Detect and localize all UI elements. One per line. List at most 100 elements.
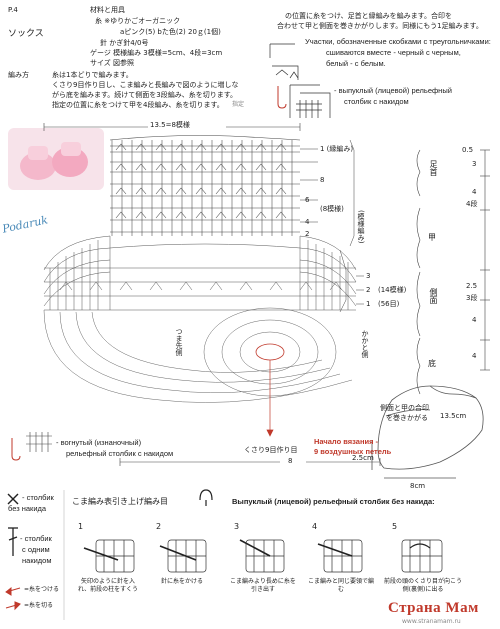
gauge-line: ゲージ 模様編み 3模様=5cm、4段=3cm — [90, 49, 223, 57]
legend-note-2: сшиваются вместе - черный с черным, — [326, 48, 461, 57]
hook-icon-left — [11, 438, 21, 461]
start-label-ru-1: Начало вязания - — [314, 437, 379, 446]
label-instep: 甲 — [428, 233, 436, 242]
legend-cut: =糸を切る — [24, 602, 54, 609]
step-1-number: 1 — [78, 522, 84, 531]
size-line: サイズ 図参照 — [90, 59, 135, 67]
front-post-sc-symbol-icon — [199, 489, 213, 506]
materials-heading: 材料と用具 — [90, 6, 125, 14]
yarn-colors: aピンク(5) bた色(2) 20ｇ(1個) — [120, 28, 221, 36]
step-3-drawing — [239, 539, 285, 573]
instruction-right-2: 合わせて甲と側面を巻きかがりします。同様にもう1足編みます。 — [277, 22, 483, 30]
heel-side-label: かかと側 — [361, 330, 369, 358]
dim-5: 3段 — [466, 294, 478, 302]
stitch-count-14: (14模様) — [378, 286, 407, 294]
width-top-arrow — [43, 123, 301, 131]
start-pointer — [266, 360, 274, 437]
start-label-ru-2: 9 воздушных петель — [314, 447, 392, 456]
side-label-braces — [416, 149, 421, 395]
legend-dc-3: накидом — [22, 556, 52, 565]
side-wing-left — [43, 235, 111, 310]
dc-symbol-icon — [8, 527, 18, 556]
raised-front-symbol-icon — [296, 100, 322, 118]
hook-line: 針 かぎ針4/0号 — [100, 39, 149, 47]
row-label-2: 2 — [305, 230, 310, 238]
shoe-note-1: 側面と甲の合印 — [380, 404, 429, 412]
row-label-4: 4 — [305, 218, 310, 226]
label-bottom: 底 — [428, 359, 436, 368]
legend-note-1: Участки, обозначенные скобками с треугол… — [305, 37, 491, 46]
dim-3: 4段 — [466, 200, 478, 208]
row-label-1b: 1 — [366, 300, 371, 308]
shoe-length-label: 8cm — [410, 482, 426, 490]
brand-url: www.stranamam.ru — [402, 618, 461, 625]
label-ankle: 足首 — [429, 160, 438, 176]
row-label-6: 6 — [305, 196, 310, 204]
dim-2: 4 — [472, 188, 477, 196]
legend-dc-2: с одним — [22, 545, 50, 554]
dimension-column — [480, 149, 490, 371]
shoe-note-2: を巻きかがる — [386, 414, 428, 422]
page-number: P.4 — [8, 6, 18, 14]
legend-bracket-icon — [269, 43, 331, 118]
legend-sc: - столбик — [22, 493, 54, 502]
step-3-caption: こま編みより長めに糸を引き出す — [230, 578, 296, 593]
sunken-symbol-icon — [26, 432, 52, 452]
instruction-right-1: の位置に糸をつけ、足首と縁編みを編みます。合印を — [285, 12, 452, 20]
width-bottom-arrow — [119, 458, 381, 466]
row-label-edging: 1 (縁編み) — [320, 145, 354, 153]
width-top-label: 13.5=8模様 — [150, 121, 190, 129]
sc-symbol-icon — [7, 493, 19, 505]
row-ticks — [300, 139, 364, 313]
shoe-sketch — [371, 385, 484, 479]
socks-photo-drawing — [20, 142, 88, 180]
yarn-line: 糸 ※ゆりかごオーガニック — [95, 17, 181, 25]
brand-logo: Страна Мам — [388, 600, 479, 616]
tutorial-ru-title: Выпуклый (лицевой) рельефный столбик без… — [232, 497, 435, 506]
side-wing-right — [299, 235, 357, 310]
legend-raised-front-2: столбик с накидом — [344, 97, 409, 106]
cut-yarn-icon — [5, 601, 21, 611]
start-chain-label: くさり9目作り目 — [244, 446, 298, 454]
step-4-drawing — [317, 539, 363, 573]
legend-dc: - столбик — [20, 534, 52, 543]
tutorial-jp-title: こま編み表引き上げ編み目 — [72, 497, 168, 506]
dim-7: 4 — [472, 352, 477, 360]
row-label-8: 8 — [320, 176, 325, 184]
middle-band — [44, 236, 356, 311]
row-label-3: 3 — [366, 272, 371, 280]
method-line-1: 糸は1本どりで編みます。 — [52, 71, 133, 79]
shoe-width-label: 13.5cm — [440, 412, 467, 420]
sole-center-chain[interactable] — [255, 343, 285, 361]
step-2-number: 2 — [156, 522, 162, 531]
step-3-number: 3 — [234, 522, 240, 531]
method-line-3: がら底を編みます。続けて側面を3段編み、糸を切ります。 — [52, 91, 238, 99]
join-yarn-icon — [5, 586, 21, 596]
dim-0: 0.5 — [462, 146, 474, 154]
step-2-caption: 針に糸をかける — [160, 578, 203, 585]
hook-icon — [277, 86, 287, 109]
pattern-title: ソックス — [8, 29, 44, 39]
socks-photo — [8, 128, 104, 190]
row-label-2b: 2 — [366, 286, 371, 294]
step-1-caption: 矢印のように針を入れ、前段の柱をすくう — [78, 578, 138, 593]
step-2-drawing — [159, 539, 207, 573]
sole-spiral — [43, 307, 353, 403]
method-line-2: くさり9目作り目し、こま編みと長編みで図のように増しな — [52, 81, 239, 89]
legend-sunken-2: рельефный столбик с накидом — [66, 449, 174, 458]
stitch-count-56: (56目) — [378, 300, 400, 308]
side-pattern-label: (模様編み) — [357, 210, 365, 244]
upper-stitch-block — [109, 135, 301, 236]
dim-6: 4 — [472, 316, 477, 324]
method-tail: 指定 — [232, 101, 245, 108]
step-5-number: 5 — [392, 522, 398, 531]
row-label-8-patterns: (8模様) — [320, 205, 344, 213]
method-heading: 編み方 — [8, 71, 29, 79]
step-5-drawing — [401, 539, 443, 573]
toe-side-label: つま先側 — [175, 328, 183, 356]
legend-sc-2: без накида — [8, 504, 47, 513]
width-bottom-label: 8 — [288, 457, 293, 465]
step-4-number: 4 — [312, 522, 318, 531]
shoe-height-label: 2.5cm — [352, 454, 374, 462]
